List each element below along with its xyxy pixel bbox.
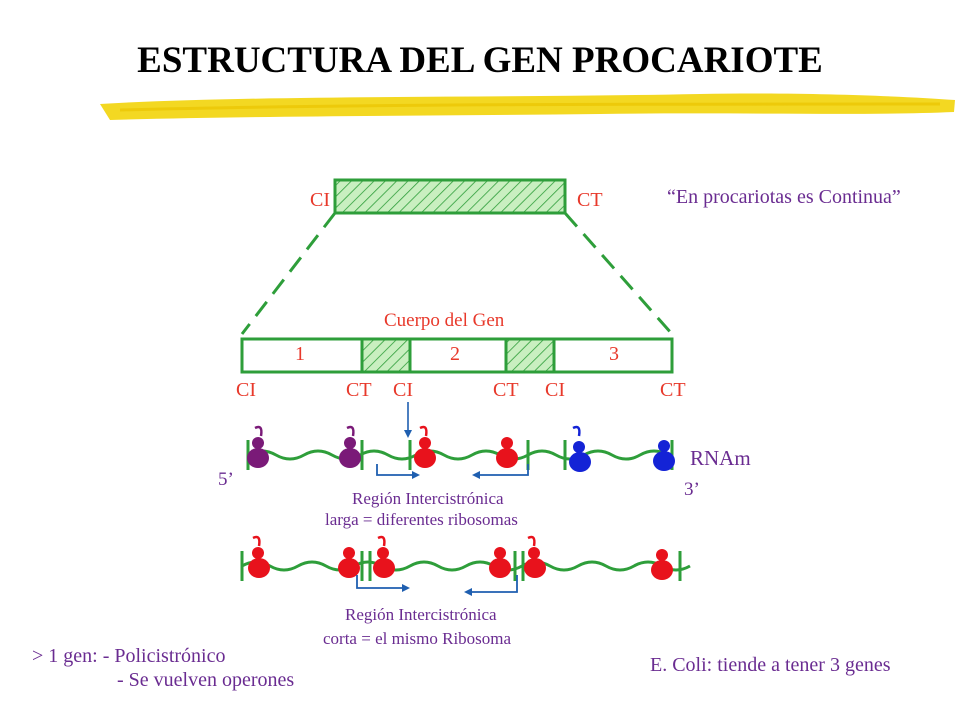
multi-gene-note: > 1 gen: - Policistrónico (32, 645, 226, 667)
expansion-line-left (240, 212, 337, 335)
junction-label-ct-2: CT (493, 379, 519, 401)
intergenic-region-1 (360, 337, 412, 374)
ribosome-purple-1 (247, 425, 269, 468)
pointer-arrow-head (404, 430, 412, 438)
segment-label-1: 1 (295, 343, 305, 365)
ribosome-red-8 (651, 549, 673, 580)
bracket-arrow-long-right-head (472, 471, 480, 479)
five-prime-label: 5’ (218, 469, 234, 490)
region-long-line1: Región Intercistrónica (352, 489, 504, 508)
ribosome-red-1 (414, 425, 436, 468)
intergenic-region-2 (504, 337, 556, 374)
ribosome-blue-2 (653, 440, 675, 471)
junction-label-ct-1: CT (346, 379, 372, 401)
ribosome-blue-1 (569, 425, 591, 472)
top-gene-ct-label: CT (577, 189, 603, 211)
continuous-quote: “En procariotas es Continua” (667, 186, 901, 208)
mrna-strand-short (241, 560, 691, 572)
ribosome-red-7 (524, 535, 546, 578)
junction-label-ct-3: CT (660, 379, 686, 401)
ribosome-red-2 (496, 437, 518, 468)
junction-label-ci-2: CI (393, 379, 413, 401)
bracket-arrow-long-left-head (412, 471, 420, 479)
bracket-arrow-short-right (470, 575, 518, 593)
top-gene-ci-label: CI (310, 189, 330, 211)
bracket-arrow-short-left (356, 575, 404, 589)
bracket-arrow-long-right (478, 464, 529, 476)
expansion-line-right (563, 212, 674, 335)
gene-body-label: Cuerpo del Gen (384, 310, 505, 331)
page-title: ESTRUCTURA DEL GEN PROCARIOTE (137, 40, 823, 81)
region-long-line2: larga = diferentes ribosomas (325, 510, 518, 529)
mrna-strand-long (247, 449, 669, 461)
ribosome-purple-2 (339, 425, 361, 468)
region-short-line2: corta = el mismo Ribosoma (323, 629, 512, 648)
bracket-arrow-short-right-head (464, 588, 472, 596)
ribosome-red-3 (248, 535, 270, 578)
segment-label-3: 3 (609, 343, 619, 365)
title-highlight-streak (119, 102, 941, 112)
bracket-arrow-long-left (376, 464, 414, 476)
title-highlight-stroke (100, 93, 955, 120)
region-short-line1: Región Intercistrónica (345, 605, 497, 624)
junction-label-ci-3: CI (545, 379, 565, 401)
top-gene-box (333, 178, 567, 215)
bracket-arrow-short-left-head (402, 584, 410, 592)
junction-label-ci-1: CI (236, 379, 256, 401)
three-prime-label: 3’ (684, 479, 700, 500)
ribosome-red-4 (338, 547, 360, 578)
ribosome-red-6 (489, 547, 511, 578)
mrna-label: RNAm (690, 446, 751, 470)
operons-note: - Se vuelven operones (117, 669, 295, 691)
codon-markers-short (240, 551, 682, 581)
codon-markers-long (246, 440, 674, 470)
segment-label-2: 2 (450, 343, 460, 365)
ribosome-red-5 (373, 535, 395, 578)
ecoli-note: E. Coli: tiende a tener 3 genes (650, 654, 891, 676)
gene-body-box (240, 337, 674, 374)
